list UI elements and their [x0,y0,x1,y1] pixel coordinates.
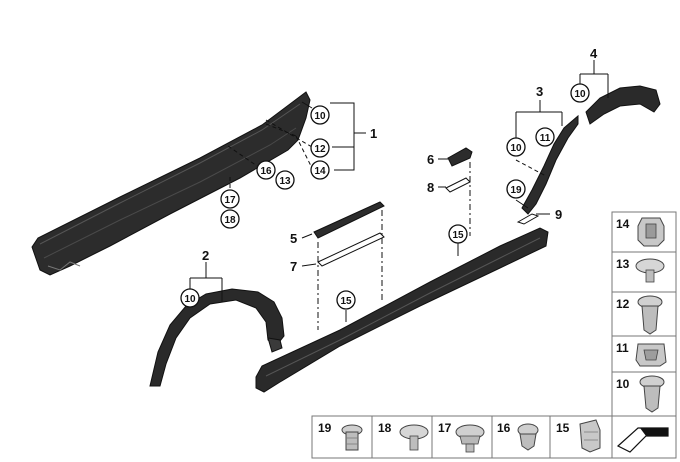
panel-num-14: 14 [616,217,630,231]
sill-trim-long [255,227,549,393]
leaders-part-3 [515,100,563,209]
panel-num-10: 10 [616,377,630,391]
push-rivet-icon [639,375,665,413]
callout-11-rear-arch: 11 [540,133,551,144]
callout-10-extension: 10 [574,89,586,100]
spring-nut-icon [637,217,665,247]
strip-part-9 [516,213,540,225]
panel-num-12: 12 [616,297,630,311]
callout-14-upper: 14 [314,166,326,177]
panel-num-19: 19 [318,421,332,435]
callout-7: 7 [290,259,297,274]
strip-part-5 [313,201,385,239]
arch-extension [585,85,661,125]
callout-2: 2 [202,248,209,263]
panel-num-13: 13 [616,257,630,271]
callout-19-rear-arch: 19 [510,185,522,196]
panel-num-18: 18 [378,421,392,435]
leaders-6-8 [438,158,471,256]
panel-num-15: 15 [556,421,570,435]
callout-10-rear-arch: 10 [510,143,522,154]
clip-15-icon [579,419,601,453]
leaders-part-4 [579,60,609,98]
callout-17-upper: 17 [224,195,236,206]
leaders-part-2 [189,262,223,302]
callout-10-upper: 10 [314,111,326,122]
callout-4: 4 [590,46,598,61]
callout-8: 8 [427,180,434,195]
plug-cap-icon [635,258,665,283]
leaders-strips [301,210,383,330]
callout-12-upper: 12 [314,144,326,155]
screw-18-icon [399,424,429,451]
panel-num-11: 11 [616,341,629,355]
screw-16-icon [517,423,539,451]
callout-16-upper: 16 [260,166,272,177]
pad-part-6 [447,147,473,167]
wheel-arch-rear [521,114,579,215]
plate-part-8 [445,177,471,193]
callout-6: 6 [427,152,434,167]
clip-nut-icon [635,343,667,367]
callout-13-upper: 13 [279,176,291,187]
callout-15-sill-a: 15 [340,296,352,307]
panel-num-17: 17 [438,421,452,435]
leaders-part-1 [227,101,366,190]
callout-18-upper: 18 [224,215,236,226]
callout-3: 3 [536,84,543,99]
expanding-rivet-icon [637,295,663,335]
screw-19-icon [341,424,363,451]
rocker-panel-upper [31,91,311,276]
parts-panel: 14 13 12 11 10 19 18 17 16 15 [311,211,677,459]
screw-17-icon [455,424,485,453]
callout-9: 9 [555,207,562,222]
panel-num-16: 16 [497,421,511,435]
callout-5: 5 [290,231,297,246]
callout-10-front-arch: 10 [184,294,196,305]
strip-part-7 [317,232,385,267]
callout-15-sill-b: 15 [452,230,464,241]
circled-callouts: 10 12 14 16 13 17 18 10 15 15 10 11 19 1… [180,83,590,310]
direction-arrow-icon [616,427,669,453]
callout-1: 1 [370,126,377,141]
